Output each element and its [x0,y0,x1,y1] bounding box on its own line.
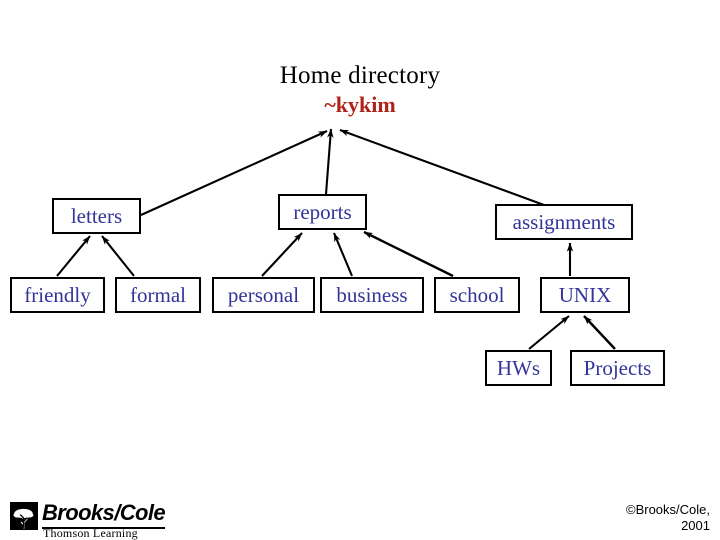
node-formal[interactable]: formal [115,277,201,313]
logo-tagline: Thomson Learning [43,526,138,540]
node-school-label: school [449,282,505,307]
node-formal-label: formal [130,282,186,307]
node-hws[interactable]: HWs [485,350,552,386]
logo-wordmark: Brooks/Cole [42,500,166,529]
node-business-label: business [336,282,408,307]
page-subtitle-home-path: ~kykim [324,92,396,117]
node-projects-label: Projects [583,355,652,380]
node-unix[interactable]: UNIX [540,277,630,313]
node-projects[interactable]: Projects [570,350,665,386]
node-letters[interactable]: letters [52,198,141,234]
node-reports[interactable]: reports [278,194,367,230]
edge-projects-to-unix [583,315,616,350]
node-school[interactable]: school [434,277,520,313]
node-personal-label: personal [227,282,300,307]
node-assignments[interactable]: assignments [495,204,633,240]
edge-business-to-reports [333,232,353,277]
node-personal[interactable]: personal [212,277,315,313]
node-unix-label: UNIX [558,282,612,307]
edge-assignments-to-home [339,129,545,206]
edge-personal-to-reports [261,232,303,277]
brooks-cole-logo: Brooks/Cole Thomson Learning [10,500,200,540]
edge-friendly-to-letters [56,235,91,277]
node-friendly[interactable]: friendly [10,277,105,313]
node-reports-label: reports [293,199,352,224]
copyright-line-2: 2001 [681,518,710,533]
copyright-notice: ©Brooks/Cole, 2001 [580,502,710,534]
node-business[interactable]: business [320,277,424,313]
edge-formal-to-letters [101,235,135,277]
node-assignments-label: assignments [512,209,616,234]
edge-school-to-reports [363,230,454,278]
node-letters-label: letters [70,203,123,228]
tree-icon [10,502,38,530]
edge-hws-to-unix [528,315,570,350]
node-friendly-label: friendly [24,282,91,307]
copyright-line-1: ©Brooks/Cole, [626,502,710,517]
page-title: Home directory [279,62,441,89]
edge-reports-to-home [324,128,334,195]
node-hws-label: HWs [496,355,541,380]
